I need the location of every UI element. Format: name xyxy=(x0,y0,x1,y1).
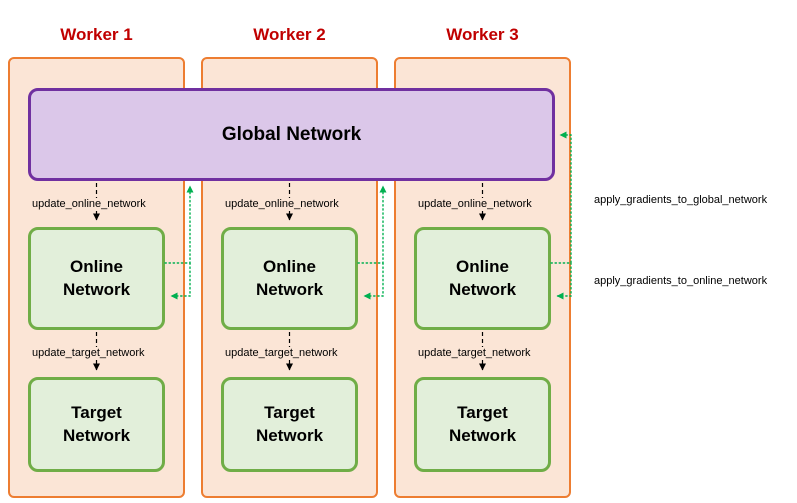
update-online-network-label-2: update_online_network xyxy=(223,198,341,210)
update-target-network-label-2: update_target_network xyxy=(223,347,340,359)
global-network-label: Global Network xyxy=(221,123,362,145)
target-network-label: Target Network xyxy=(255,402,324,445)
update-target-network-label-1: update_target_network xyxy=(30,347,147,359)
update-online-network-label-3: update_online_network xyxy=(416,198,534,210)
online-network-label: Online Network xyxy=(255,256,324,299)
apply-gradients-to-global-network-label: apply_gradients_to_global_network xyxy=(594,194,768,206)
target-network-label: Target Network xyxy=(448,402,517,445)
worker-1-title: Worker 1 xyxy=(60,25,133,44)
update-online-network-label-1: update_online_network xyxy=(30,198,148,210)
update-target-network-label-3: update_target_network xyxy=(416,347,533,359)
online-network-label: Online Network xyxy=(448,256,517,299)
target-network-box-3: Target Network xyxy=(414,377,551,472)
online-network-box-1: Online Network xyxy=(28,227,165,330)
online-network-box-2: Online Network xyxy=(221,227,358,330)
global-network-box: Global Network xyxy=(28,88,555,181)
target-network-label: Target Network xyxy=(62,402,131,445)
target-network-box-2: Target Network xyxy=(221,377,358,472)
worker-2-title: Worker 2 xyxy=(253,25,326,44)
online-network-box-3: Online Network xyxy=(414,227,551,330)
worker-3-title: Worker 3 xyxy=(446,25,519,44)
online-network-label: Online Network xyxy=(62,256,131,299)
target-network-box-1: Target Network xyxy=(28,377,165,472)
apply-gradients-to-online-network-label: apply_gradients_to_online_network xyxy=(594,275,768,287)
